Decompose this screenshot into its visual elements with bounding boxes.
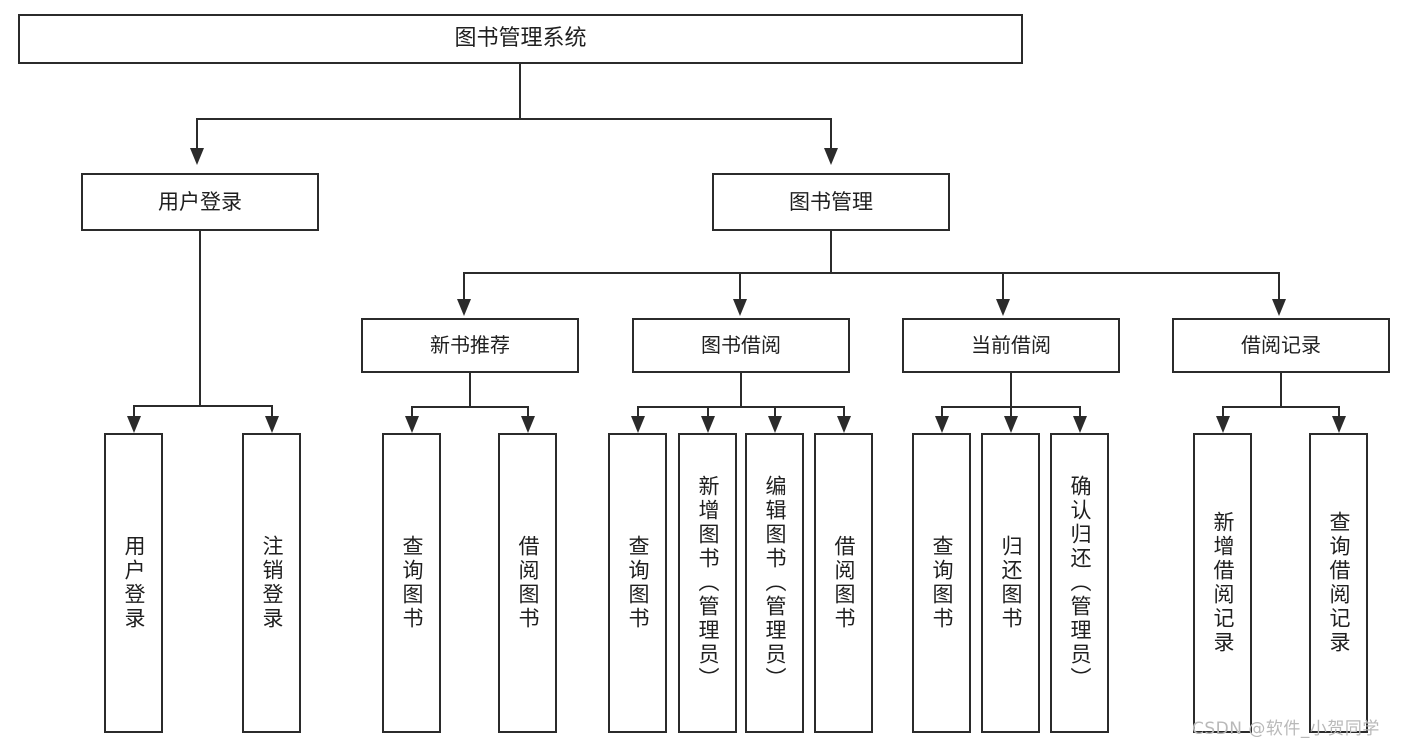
arrowhead-to-newbook-borrow <box>521 416 535 433</box>
node-label: 图书管理 <box>789 189 873 214</box>
connector-bookborrow-drop-3 <box>774 406 776 418</box>
connector-borrowrecord-bus <box>1222 406 1339 408</box>
connector-userlogin-bus <box>133 405 272 407</box>
leaf-bookborrow-edit-book-admin[interactable]: 编辑图书（管理员） <box>745 433 804 733</box>
node-label: 新增借阅记录 <box>1211 511 1235 655</box>
arrowhead-to-currentborrow-query <box>935 416 949 433</box>
node-label: 用户登录 <box>158 189 242 214</box>
arrowhead-to-bookborrow-add <box>701 416 715 433</box>
arrowhead-to-new-book <box>457 299 471 316</box>
connector-currentborrow-drop-1 <box>941 406 943 418</box>
leaf-bookborrow-query-book[interactable]: 查询图书 <box>608 433 667 733</box>
connector-bookborrow-drop-4 <box>843 406 845 418</box>
connector-bookborrow-drop-2 <box>707 406 709 418</box>
arrowhead-to-bookborrow-lend <box>837 416 851 433</box>
connector-currentborrow-drop-3 <box>1079 406 1081 418</box>
connector-currentborrow-drop-2 <box>1010 406 1012 418</box>
node-label: 借阅记录 <box>1241 333 1321 357</box>
node-label: 查询图书 <box>400 535 424 631</box>
connector-root-stem <box>519 64 521 119</box>
connector-newbook-stem <box>469 373 471 407</box>
connector-newbook-drop-1 <box>411 406 413 418</box>
leaf-newbook-query-book[interactable]: 查询图书 <box>382 433 441 733</box>
connector-borrowrecord-drop-1 <box>1222 406 1224 418</box>
node-label: 归还图书 <box>999 535 1023 631</box>
connector-level2-drop-2 <box>739 272 741 300</box>
connector-level1-bus <box>196 118 832 120</box>
leaf-currentborrow-return-book[interactable]: 归还图书 <box>981 433 1040 733</box>
leaf-bookborrow-borrow-book[interactable]: 借阅图书 <box>814 433 873 733</box>
connector-newbook-drop-2 <box>527 406 529 418</box>
node-label: 图书管理系统 <box>454 26 587 52</box>
leaf-bookborrow-add-book-admin[interactable]: 新增图书（管理员） <box>678 433 737 733</box>
connector-level2-drop-4 <box>1278 272 1280 300</box>
leaf-currentborrow-confirm-return-admin[interactable]: 确认归还（管理员） <box>1050 433 1109 733</box>
connector-bookborrow-drop-1 <box>637 406 639 418</box>
node-borrow-record[interactable]: 借阅记录 <box>1172 318 1390 373</box>
connector-currentborrow-stem <box>1010 373 1012 407</box>
node-current-borrow[interactable]: 当前借阅 <box>902 318 1120 373</box>
connector-level1-drop-book <box>830 118 832 148</box>
arrowhead-to-bookborrow-query <box>631 416 645 433</box>
arrowhead-to-newbook-query <box>405 416 419 433</box>
connector-newbook-bus <box>411 406 528 408</box>
leaf-borrowrecord-add-record[interactable]: 新增借阅记录 <box>1193 433 1252 733</box>
node-label: 编辑图书（管理员） <box>763 475 787 691</box>
arrowhead-to-book-manage <box>824 148 838 165</box>
arrowhead-to-book-borrow <box>733 299 747 316</box>
node-label: 新书推荐 <box>430 333 510 357</box>
node-label: 查询借阅记录 <box>1327 511 1351 655</box>
arrowhead-to-current-borrow <box>996 299 1010 316</box>
connector-userlogin-stem <box>199 231 201 406</box>
arrowhead-to-borrowrecord-query <box>1332 416 1346 433</box>
connector-level2-drop-1 <box>463 272 465 300</box>
connector-bookmanage-stem <box>830 231 832 273</box>
leaf-borrowrecord-query-record[interactable]: 查询借阅记录 <box>1309 433 1368 733</box>
node-label: 查询图书 <box>930 535 954 631</box>
node-book-management[interactable]: 图书管理 <box>712 173 950 231</box>
node-book-borrow[interactable]: 图书借阅 <box>632 318 850 373</box>
arrowhead-to-leaf-user-login <box>127 416 141 433</box>
node-label: 用户登录 <box>122 535 146 631</box>
arrowhead-to-currentborrow-return <box>1004 416 1018 433</box>
node-label: 注销登录 <box>260 535 284 631</box>
leaf-currentborrow-query-book[interactable]: 查询图书 <box>912 433 971 733</box>
arrowhead-to-bookborrow-edit <box>768 416 782 433</box>
node-label: 借阅图书 <box>832 535 856 631</box>
watermark-csdn: CSDN @软件_小贺同学 <box>1192 719 1380 739</box>
connector-level1-drop-user <box>196 118 198 148</box>
connector-bookborrow-bus <box>637 406 844 408</box>
connector-bookborrow-stem <box>740 373 742 407</box>
node-user-login[interactable]: 用户登录 <box>81 173 319 231</box>
arrowhead-to-user-login <box>190 148 204 165</box>
node-label: 确认归还（管理员） <box>1068 475 1092 691</box>
node-root-system[interactable]: 图书管理系统 <box>18 14 1023 64</box>
node-new-book-recommend[interactable]: 新书推荐 <box>361 318 579 373</box>
arrowhead-to-borrowrecord-add <box>1216 416 1230 433</box>
leaf-newbook-borrow-book[interactable]: 借阅图书 <box>498 433 557 733</box>
node-label: 图书借阅 <box>701 333 781 357</box>
node-label: 借阅图书 <box>516 535 540 631</box>
arrowhead-to-leaf-logout <box>265 416 279 433</box>
connector-level2-bus <box>463 272 1278 274</box>
node-label: 新增图书（管理员） <box>696 475 720 691</box>
node-label: 查询图书 <box>626 535 650 631</box>
connector-userlogin-drop-1 <box>133 405 135 419</box>
arrowhead-to-currentborrow-confirm <box>1073 416 1087 433</box>
connector-borrowrecord-drop-2 <box>1338 406 1340 418</box>
leaf-user-login[interactable]: 用户登录 <box>104 433 163 733</box>
connector-userlogin-drop-2 <box>271 405 273 419</box>
arrowhead-to-borrow-record <box>1272 299 1286 316</box>
leaf-logout[interactable]: 注销登录 <box>242 433 301 733</box>
node-label: 当前借阅 <box>971 333 1051 357</box>
connector-borrowrecord-stem <box>1280 373 1282 407</box>
connector-level2-drop-3 <box>1002 272 1004 300</box>
